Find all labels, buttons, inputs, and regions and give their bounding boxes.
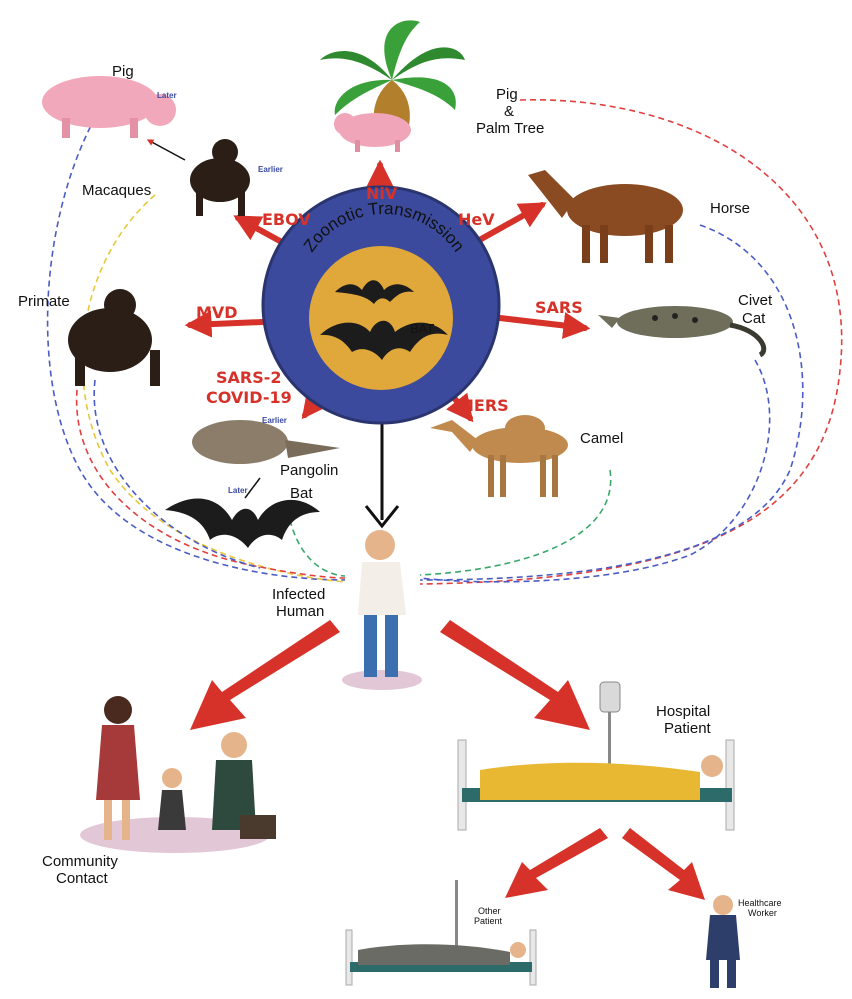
spread-arrows [190, 620, 705, 900]
virus-hev-label: HeV [458, 210, 495, 229]
arrow-to-other-patient [505, 828, 608, 898]
community-contact-label-2: Contact [56, 870, 108, 887]
virus-sars-label: SARS [535, 298, 583, 317]
camel-icon [430, 415, 568, 497]
pig-label: Pig [112, 63, 134, 80]
virus-mvd-label: MVD [196, 303, 238, 322]
primate-label: Primate [18, 293, 70, 310]
infected-human-label-1: Infected [272, 586, 325, 603]
path-camel-to-human [420, 470, 611, 575]
pangolin-earlier-tag: Earlier [262, 416, 287, 425]
pig-palm-label-1: Pig [496, 86, 556, 103]
other-patient-label-1: Other [478, 906, 501, 916]
virus-covid19-label: COVID-19 [206, 388, 292, 407]
pangolin-label: Pangolin [280, 462, 338, 479]
civet-label-1: Civet [738, 292, 772, 309]
virus-niv-label: NiV [366, 184, 397, 203]
infected-human-icon [342, 530, 422, 690]
virus-mers-label: MERS [458, 396, 509, 415]
horse-icon [528, 170, 683, 263]
primate-icon [68, 289, 160, 386]
macaque-earlier-tag: Earlier [258, 165, 283, 174]
pig-icon [42, 76, 176, 138]
hospital-patient-label-2: Patient [664, 720, 711, 737]
healthcare-worker-label-2: Worker [748, 908, 777, 918]
macaque-icon [190, 139, 250, 216]
pig-palm-label-2: & [504, 103, 514, 120]
arrow-macaque-to-pig [148, 140, 185, 160]
civet-icon [598, 306, 764, 355]
arrow-to-healthcare-worker [622, 828, 705, 900]
arrow-to-community [190, 620, 340, 730]
infected-human-label-2: Human [276, 603, 324, 620]
path-civet-to-human [420, 360, 770, 582]
healthcare-worker-label-1: Healthcare [738, 898, 782, 908]
pig-palm-label-3: Palm Tree [476, 120, 544, 137]
virus-ebov-label: EBOV [262, 210, 311, 229]
virus-sars2-label: SARS-2 [216, 368, 282, 387]
pig-palm-icon [334, 113, 411, 152]
camel-label: Camel [580, 430, 623, 447]
community-contact-label-1: Community [42, 853, 118, 870]
pig-later-tag: Later [157, 91, 177, 100]
arrow-to-hospital [440, 620, 590, 730]
hospital-patient-label-1: Hospital [656, 703, 710, 720]
path-bat-to-human [290, 520, 345, 576]
horse-label: Horse [710, 200, 750, 217]
bat-later-tag: Later [228, 486, 248, 495]
pangolin-icon [192, 420, 340, 464]
healthcare-worker-icon [706, 895, 740, 988]
macaques-label: Macaques [82, 182, 151, 199]
bat-label: Bat [290, 485, 313, 502]
other-patient-label-2: Patient [474, 916, 502, 926]
civet-label-2: Cat [742, 310, 765, 327]
arrow-mvd [190, 322, 262, 325]
community-contact-icon [80, 696, 276, 853]
hub-center-label: BAT [410, 320, 434, 337]
arrow-sars [500, 318, 585, 328]
